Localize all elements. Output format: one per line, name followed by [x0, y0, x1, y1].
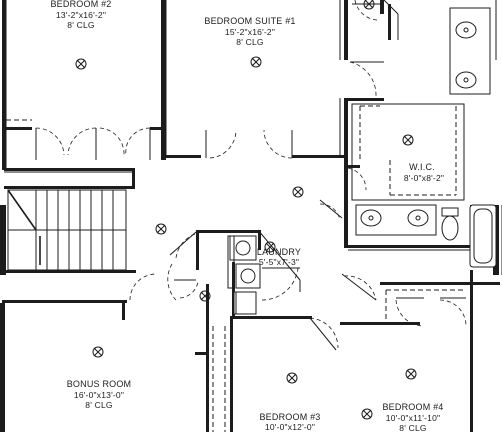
- ceiling-light-icon: [292, 186, 304, 198]
- ceiling-light-icon: [405, 368, 417, 380]
- ceiling-light-icon: [363, 0, 375, 10]
- ceiling-light-icon: [361, 408, 373, 420]
- room-size: 16'-0"x13'-0": [74, 390, 124, 400]
- room-ceiling: 8' CLG: [399, 423, 426, 432]
- ceiling-light-icon: [250, 56, 262, 68]
- room-size: 10'-0"x11'-10": [386, 413, 440, 423]
- bath-fixtures: [355, 0, 497, 268]
- ceiling-light-icon: [286, 372, 298, 384]
- room-label-wic: W.I.C. 8'-0"x8'-2": [404, 162, 444, 183]
- room-label-bedroom-3: BEDROOM #3 10'-0"x12'-0": [259, 412, 320, 432]
- door-swings: [35, 0, 467, 351]
- wall-outlines: [3, 0, 502, 432]
- room-label-bedroom-suite-1: BEDROOM SUITE #1 15'-2"x16'-2" 8' CLG: [204, 16, 295, 47]
- room-name: BEDROOM #2: [50, 0, 111, 9]
- ceiling-light-icon: [402, 134, 414, 146]
- room-ceiling: 8' CLG: [85, 400, 112, 410]
- room-label-bedroom-4: BEDROOM #4 10'-0"x11'-10" 8' CLG: [382, 402, 443, 432]
- room-size: 15'-2"x16'-2": [225, 27, 275, 37]
- ceiling-light-icon: [92, 346, 104, 358]
- laundry-appliances: [227, 229, 301, 315]
- room-label-laundry: LAUNDRY 5'-5"x7'-3": [257, 247, 301, 267]
- ceiling-light-icon: [264, 241, 276, 253]
- staircase: [7, 189, 127, 271]
- ceiling-light-icons: [75, 0, 417, 420]
- ceiling-light-icon: [75, 58, 87, 70]
- room-size: 5'-5"x7'-3": [259, 257, 299, 267]
- room-label-bonus-room: BONUS ROOM 16'-0"x13'-0" 8' CLG: [67, 379, 132, 410]
- ceiling-light-icon: [199, 290, 211, 302]
- room-name: BEDROOM SUITE #1: [204, 16, 295, 26]
- room-ceiling: 8' CLG: [236, 37, 263, 47]
- closet-shelves: [6, 103, 466, 432]
- room-size: 13'-2"x16'-2": [56, 10, 106, 20]
- room-label-bedroom-2: BEDROOM #2 13'-2"x16'-2" 8' CLG: [50, 0, 111, 30]
- room-name: BONUS ROOM: [67, 379, 132, 389]
- room-size: 10'-0"x12'-0": [265, 422, 315, 432]
- room-ceiling: 8' CLG: [67, 20, 94, 30]
- room-name: BEDROOM #4: [382, 402, 443, 412]
- ceiling-light-icon: [155, 223, 167, 235]
- room-name: LAUNDRY: [257, 247, 301, 257]
- room-name: BEDROOM #3: [259, 412, 320, 422]
- room-name: W.I.C.: [409, 162, 435, 172]
- room-size: 8'-0"x8'-2": [404, 173, 444, 183]
